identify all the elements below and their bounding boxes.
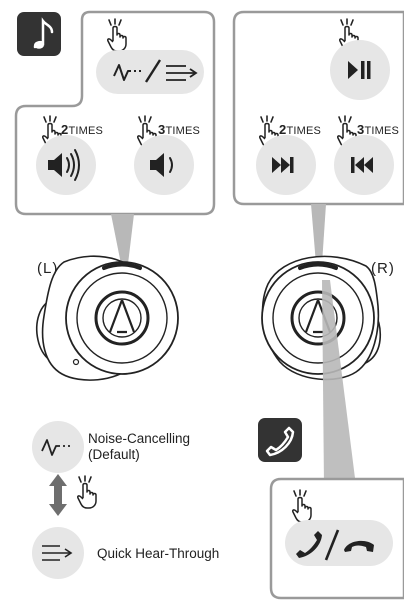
right-earbud-label: (R) xyxy=(371,260,395,277)
volume-up-tap-count: 2TIMES xyxy=(61,122,104,137)
play-pause-button xyxy=(330,40,390,100)
noise-cancelling-icon xyxy=(32,421,84,473)
phone-icon xyxy=(258,418,302,462)
left-earbud xyxy=(36,255,179,381)
volume-down-tap-count: 3TIMES xyxy=(158,122,201,137)
next-track-tap-count: 2TIMES xyxy=(279,122,322,137)
tap-icon xyxy=(76,475,97,509)
right-earbud xyxy=(261,255,382,381)
right-callout xyxy=(311,204,326,264)
music-note-icon xyxy=(17,12,61,56)
next-track-button xyxy=(256,135,316,195)
left-callout xyxy=(111,214,134,264)
noise-cancelling-label: Noise-Cancelling (Default) xyxy=(88,431,191,462)
mode-toggle-button xyxy=(96,50,204,94)
mode-switch-arrow xyxy=(49,474,67,516)
volume-down-button xyxy=(134,135,194,195)
volume-up-button xyxy=(36,135,96,195)
call-callout xyxy=(322,280,356,486)
previous-track-button xyxy=(334,135,394,195)
hear-through-icon xyxy=(32,527,84,579)
hear-through-label: Quick Hear-Through xyxy=(97,546,220,561)
left-earbud-label: (L) xyxy=(37,260,59,277)
call-button xyxy=(285,520,393,566)
previous-track-tap-count: 3TIMES xyxy=(357,122,400,137)
